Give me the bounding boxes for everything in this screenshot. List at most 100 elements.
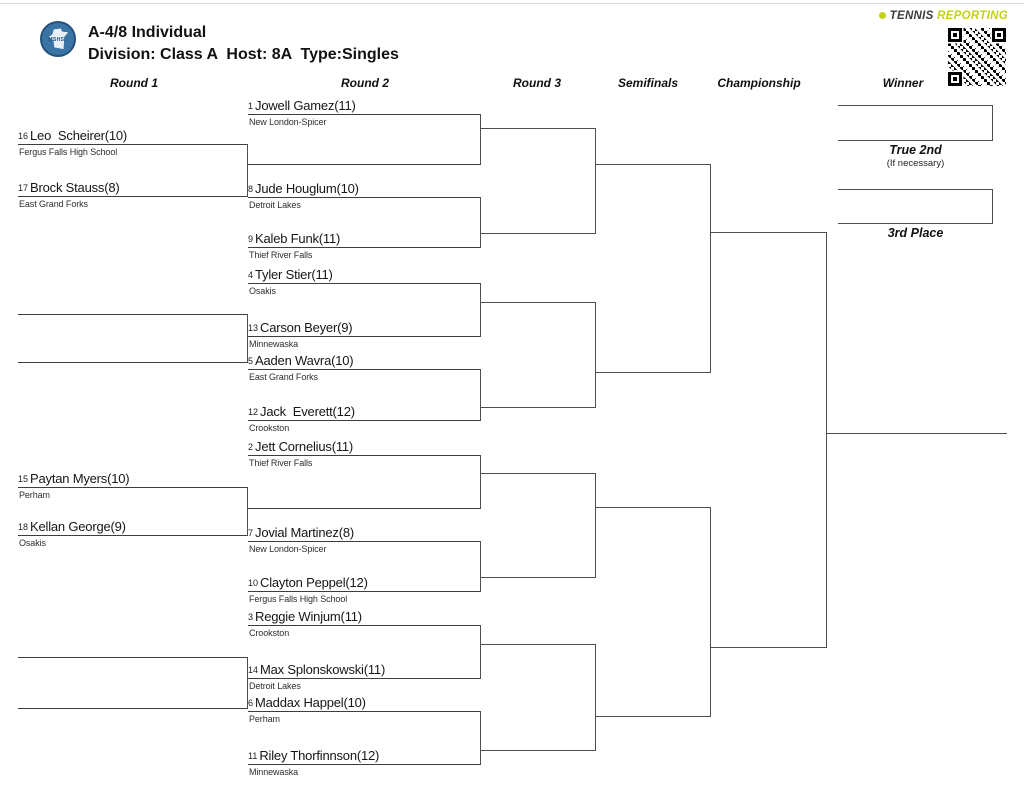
qr-code [948,28,1006,86]
school-name: Detroit Lakes [249,200,301,210]
column-header-semifinals: Semifinals [617,76,679,90]
seed: 14 [248,665,259,675]
column-header-round2: Round 2 [341,76,389,90]
connector-line [595,473,596,578]
seed: 6 [248,698,254,708]
brand-word-secondary: REPORTING [937,10,1008,22]
school-name: Crookston [249,423,290,433]
connector-line [480,541,481,592]
seed: 8 [248,184,254,194]
slot-r1-blank [18,362,247,363]
connector-line [480,197,481,248]
player-name: Kellan George(9) [30,519,126,534]
connector-line [595,507,710,508]
connector-line [595,716,710,717]
connector-line [247,314,248,363]
seed: 16 [18,131,29,141]
player-name: Carson Beyer(9) [260,320,353,335]
connector-line [595,302,596,408]
winner-line [826,433,1007,434]
player-name: Jack Everett(12) [260,404,355,419]
school-name: Minnewaska [249,339,299,349]
qr-finder-icon [992,28,1006,42]
qr-finder-icon [948,72,962,86]
seed: 4 [248,270,254,280]
connector-line [480,369,481,421]
connector-line [480,114,481,165]
player-name: Maddax Happel(10) [255,695,366,710]
seed: 15 [18,474,29,484]
seed: 1 [248,101,254,111]
connector-line [710,164,711,373]
player-name: Paytan Myers(10) [30,471,130,486]
connector-line [480,128,595,129]
true-second-box [838,105,993,141]
seed: 17 [18,183,29,193]
slot-r2-blank [248,164,480,165]
seed: 7 [248,528,254,538]
seed: 9 [248,234,254,244]
school-name: Thief River Falls [249,458,313,468]
connector-line [595,128,596,234]
connector-line [480,455,481,509]
slot-r1-blank [18,314,247,315]
slot-r1-blank [18,708,247,709]
player-name: Brock Stauss(8) [30,180,120,195]
league-logo-label: MSHSL [48,37,68,43]
slot-r1-blank [18,657,247,658]
player-name: Kaleb Funk(11) [255,231,341,246]
connector-line [480,473,595,474]
connector-line [595,644,596,751]
school-name: Crookston [249,628,290,638]
league-logo: MSHSL [40,21,76,57]
player-name: Jude Houglum(10) [255,181,359,196]
connector-line [480,302,595,303]
player-name: Max Splonskowski(11) [260,662,386,677]
third-place-box [838,189,993,224]
seed: 13 [248,323,259,333]
school-name: Osakis [249,286,276,296]
brand-word-primary: TENNIS [889,10,934,22]
seed: 5 [248,356,254,366]
connector-line [247,144,248,197]
school-name: Detroit Lakes [249,681,301,691]
seed: 2 [248,442,254,452]
connector-line [480,283,481,337]
seed: 11 [248,751,258,761]
tennis-reporting-brand: TENNIS REPORTING [878,10,1008,22]
school-name: New London-Spicer [249,544,327,554]
connector-line [710,647,826,648]
column-header-championship: Championship [717,76,801,90]
school-name: East Grand Forks [249,372,318,382]
tennis-ball-icon [878,12,886,19]
school-name: Fergus Falls High School [249,594,348,604]
seed: 12 [248,407,259,417]
connector-line [480,577,595,578]
connector-line [595,372,710,373]
school-name: Perham [19,490,50,500]
seed: 10 [248,578,259,588]
school-name: Minnewaska [249,767,299,777]
connector-line [480,750,595,751]
connector-line [710,232,826,233]
school-name: Perham [249,714,280,724]
player-name: Riley Thorfinnson(12) [259,748,380,763]
school-name: Fergus Falls High School [19,147,118,157]
school-name: Thief River Falls [249,250,313,260]
